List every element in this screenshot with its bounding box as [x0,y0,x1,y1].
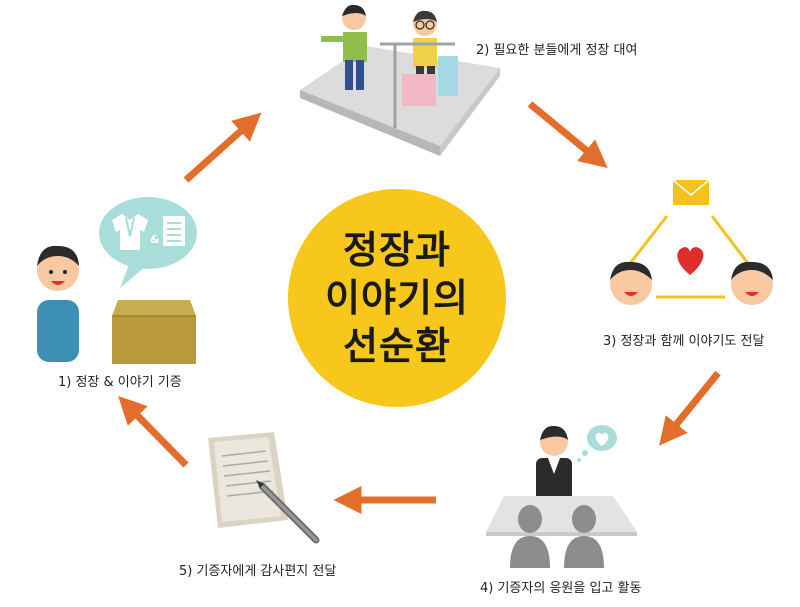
step-3-label: 3) 정장과 함께 이야기도 전달 [603,334,765,349]
donor-person-icon [37,245,79,362]
donor-face-icon [610,261,652,305]
letter-icon [208,432,288,528]
center-title-line-3: 선순환 [343,324,451,368]
step-2-label: 2) 필요한 분들에게 정장 대여 [476,43,638,58]
step-5-label: 5) 기증자에게 감사편지 전달 [179,564,337,579]
arrow-1-to-2 [183,112,262,183]
step-4-label: 4) 기증자의 응원을 입고 활동 [480,581,642,596]
arrow-3-to-4 [659,370,721,446]
document-icon [163,216,185,246]
interviewee-person-icon [536,425,572,502]
clothing-rack-icon [380,42,458,128]
customer-person-icon [413,10,437,86]
pen-icon [256,480,320,544]
center-title-line-2: 이야기의 [325,276,469,320]
rental-staff-person-icon [321,4,367,90]
shirt-icon [112,214,148,250]
center-title-circle: 정장과 이야기의 선순환 [288,189,506,407]
donation-box-icon [112,300,196,364]
arrow-5-to-1 [118,396,189,468]
heart-icon [677,247,704,275]
recipient-face-icon [731,261,773,305]
center-title-line-1: 정장과 [343,228,451,272]
thought-bubble-icon [577,425,617,462]
step-1-label: 1) 정장 & 이야기 기증 [58,375,182,390]
arrow-2-to-3 [527,101,608,169]
interviewer-silhouette-icon [510,505,604,568]
bubble-ampersand: & [150,233,160,246]
envelope-icon [672,179,710,205]
speech-bubble-icon: & [99,197,197,288]
